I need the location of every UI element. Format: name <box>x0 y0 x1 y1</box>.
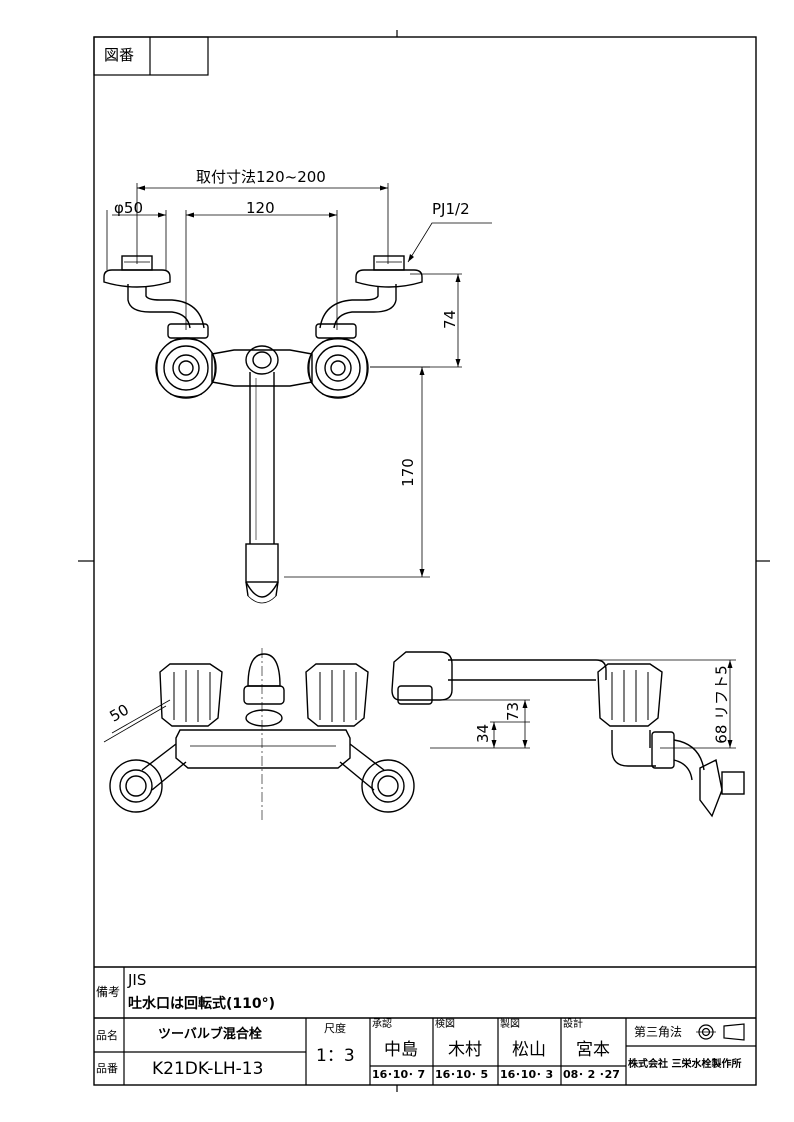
scale-label: 尺度 <box>324 1022 346 1035</box>
dim-120: 120 <box>246 199 275 217</box>
design-label: 設計 <box>563 1019 583 1030</box>
dim-phi50: φ50 <box>114 199 143 217</box>
dim-74: 74 <box>441 309 460 330</box>
approve-name: 中島 <box>384 1040 418 1060</box>
design-name: 宮本 <box>576 1040 610 1060</box>
right-handle-top <box>305 663 369 727</box>
draw-name: 松山 <box>512 1040 546 1060</box>
left-valve-handle <box>155 337 217 399</box>
dim-lift: 68 リフト5 <box>712 665 731 744</box>
dim-mount-range: 取付寸法120~200 <box>196 168 326 186</box>
draw-label: 製図 <box>500 1019 520 1030</box>
approve-label: 承認 <box>372 1019 392 1030</box>
projection-label: 第三角法 <box>634 1025 683 1039</box>
notes-label: 備考 <box>96 985 121 999</box>
notes-line1: JIS <box>128 971 147 989</box>
right-inlet-flange <box>355 269 423 288</box>
name-label: 品名 <box>96 1029 118 1042</box>
dim-pj: PJ1/2 <box>432 200 470 218</box>
draw-date: 16･10･ 3 <box>500 1068 554 1081</box>
check-name: 木村 <box>448 1040 482 1060</box>
drawing-no-label: 図番 <box>104 46 135 64</box>
notes-line2: 吐水口は回転式(110°) <box>128 996 276 1012</box>
left-handle-top <box>159 663 223 727</box>
spout <box>245 345 279 604</box>
right-valve-handle <box>307 337 369 399</box>
sheet-frame <box>93 36 757 1086</box>
company-name: 株式会社 三栄水栓製作所 <box>628 1059 742 1070</box>
code-label: 品番 <box>96 1062 118 1075</box>
side-spout-arm <box>448 659 607 681</box>
drawing-number-box <box>93 36 209 76</box>
scale-value: 1：3 <box>316 1046 355 1066</box>
dim-73: 73 <box>504 701 523 722</box>
check-label: 検図 <box>435 1019 455 1030</box>
dim-170: 170 <box>398 458 417 487</box>
check-date: 16･10･ 5 <box>435 1068 489 1081</box>
dim-34: 34 <box>474 723 493 744</box>
name-value: ツーバルブ混合栓 <box>158 1027 262 1042</box>
approve-date: 16･10･ 7 <box>372 1068 426 1081</box>
design-date: 08･ 2 ･27 <box>563 1068 620 1081</box>
code-value: K21DK-LH-13 <box>152 1059 264 1079</box>
left-inlet-flange <box>103 269 171 288</box>
